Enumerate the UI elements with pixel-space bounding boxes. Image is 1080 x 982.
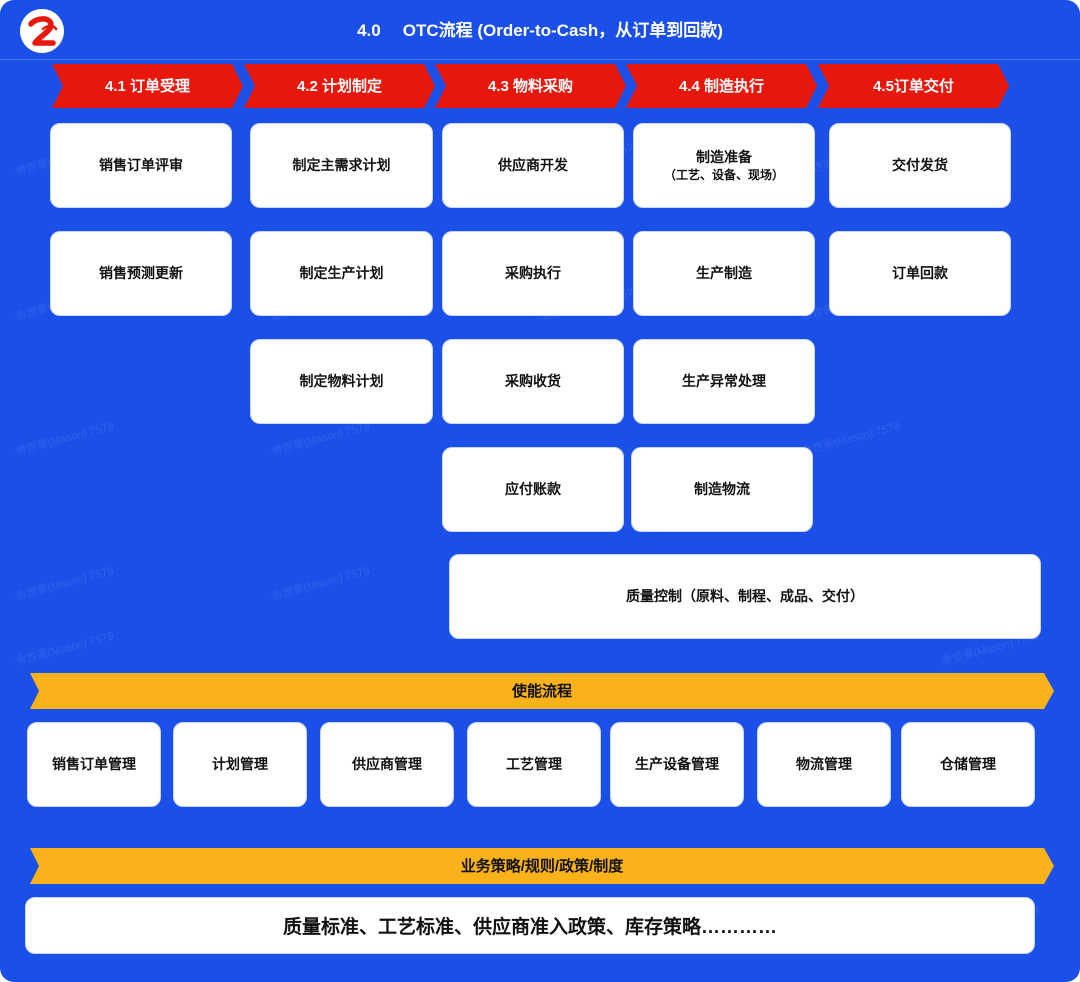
card-supplier-development: 供应商开发 [442, 123, 624, 208]
card-label: 销售预测更新 [99, 265, 183, 282]
section-number: 4.0 [357, 21, 381, 40]
enabling-process-banner: 使能流程 [30, 673, 1054, 709]
card-label: 订单回款 [892, 265, 948, 282]
card-warehouse-management: 仓储管理 [901, 722, 1035, 807]
banner-label: 使能流程 [511, 683, 572, 700]
watermark: 余世豪(Mason) 7579 [270, 565, 371, 603]
card-manufacturing-prep: 制造准备 （工艺、设备、现场） [633, 123, 815, 208]
card-label: 质量控制（原料、制程、成品、交付） [626, 588, 864, 605]
card-label: 计划管理 [212, 756, 268, 773]
card-label: 销售订单管理 [52, 756, 136, 773]
watermark: 余世豪(Mason) 7579 [14, 565, 115, 603]
card-label: 采购收货 [505, 373, 561, 390]
brand-logo-icon [20, 9, 64, 53]
phase-label: 4.1 订单受理 [104, 78, 191, 95]
card-label: 制造物流 [694, 481, 750, 498]
card-sublabel: （工艺、设备、现场） [663, 167, 784, 182]
watermark: 余世豪(Mason) 7579 [800, 420, 901, 458]
card-label: 生产设备管理 [635, 756, 719, 773]
policy-content: 质量标准、工艺标准、供应商准入政策、库存策略………… [282, 917, 777, 938]
card-sales-order-review: 销售订单评审 [50, 123, 232, 208]
watermark: 余世豪(Mason) 7579 [14, 630, 115, 668]
card-sales-order-management: 销售订单管理 [27, 722, 161, 807]
phase-label: 4.4 制造执行 [678, 78, 765, 95]
card-label: 应付账款 [505, 481, 561, 498]
card-production-plan: 制定生产计划 [250, 231, 433, 316]
card-purchase-execution: 采购执行 [442, 231, 624, 316]
card-label: 制定生产计划 [299, 265, 384, 282]
section-title: OTC流程 (Order-to-Cash，从订单到回款) [402, 21, 723, 40]
card-production-exception: 生产异常处理 [633, 339, 815, 424]
page-title: 4.0 OTC流程 (Order-to-Cash，从订单到回款) [0, 0, 1080, 60]
phase-procurement: 4.3 物料采购 [435, 64, 626, 108]
card-label: 生产制造 [696, 265, 752, 282]
card-label: 生产异常处理 [682, 373, 766, 390]
policy-content-box: 质量标准、工艺标准、供应商准入政策、库存策略………… [25, 897, 1035, 954]
card-material-plan: 制定物料计划 [250, 339, 433, 424]
phase-label: 4.3 物料采购 [487, 78, 574, 95]
watermark: 余世豪(Mason) 7579 [14, 420, 115, 458]
card-logistics-management: 物流管理 [757, 722, 891, 807]
card-label: 制定主需求计划 [292, 157, 391, 174]
card-plan-management: 计划管理 [173, 722, 307, 807]
phase-delivery: 4.5订单交付 [818, 64, 1009, 108]
card-label: 交付发货 [892, 157, 948, 174]
card-payment-collection: 订单回款 [829, 231, 1011, 316]
card-label: 供应商开发 [498, 157, 568, 174]
card-label: 采购执行 [505, 265, 561, 282]
card-supplier-management: 供应商管理 [320, 722, 454, 807]
card-accounts-payable: 应付账款 [442, 447, 624, 532]
card-label: 仓储管理 [940, 756, 996, 773]
phase-planning: 4.2 计划制定 [244, 64, 435, 108]
card-sales-forecast-update: 销售预测更新 [50, 231, 232, 316]
header-bar: 4.0 OTC流程 (Order-to-Cash，从订单到回款) [0, 0, 1080, 60]
card-label: 制定物料计划 [299, 373, 384, 390]
card-equipment-management: 生产设备管理 [610, 722, 744, 807]
card-production: 生产制造 [633, 231, 815, 316]
phase-label: 4.5订单交付 [873, 78, 954, 95]
card-label: 销售订单评审 [99, 157, 183, 174]
card-label: 供应商管理 [352, 756, 422, 773]
phase-manufacturing: 4.4 制造执行 [626, 64, 817, 108]
banner-label: 业务策略/规则/政策/制度 [460, 858, 624, 875]
card-purchase-receipt: 采购收货 [442, 339, 624, 424]
policy-banner: 业务策略/规则/政策/制度 [30, 848, 1054, 884]
card-label: 工艺管理 [506, 756, 562, 773]
card-quality-control: 质量控制（原料、制程、成品、交付） [449, 554, 1041, 639]
phase-label: 4.2 计划制定 [296, 78, 383, 95]
card-manufacturing-logistics: 制造物流 [631, 447, 813, 532]
card-label: 物流管理 [796, 756, 852, 773]
card-master-demand-plan: 制定主需求计划 [250, 123, 433, 208]
card-label: 制造准备 [696, 148, 752, 165]
phase-order-acceptance: 4.1 订单受理 [52, 64, 243, 108]
card-shipment: 交付发货 [829, 123, 1011, 208]
card-process-management: 工艺管理 [467, 722, 601, 807]
